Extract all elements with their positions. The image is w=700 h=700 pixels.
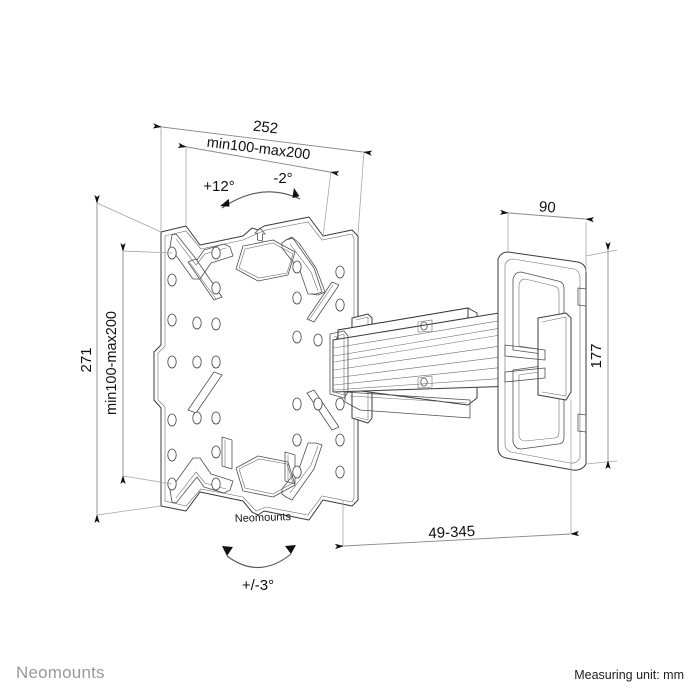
plate-rib-top-right: [281, 236, 326, 296]
footer-measuring-unit: Measuring unit: mm: [574, 668, 684, 682]
footer-brand-logo: Neomounts: [16, 663, 105, 682]
dimension-wallplate-width: 90: [499, 198, 595, 272]
dimension-label-271: 271: [78, 347, 95, 372]
dimension-label-252: 252: [252, 118, 279, 138]
vesa-mounting-plate: Neomounts: [153, 216, 367, 525]
angle-label-tilt-up: +12°: [203, 178, 234, 195]
dimension-label-vesa-height: min100-max200: [104, 311, 120, 415]
dimension-overall-height: 271: [78, 195, 162, 523]
angle-tilt-callout: +12° -2°: [203, 170, 301, 209]
arm-joint-plate-side: [329, 330, 349, 399]
dimension-wallplate-height: 177: [585, 242, 618, 469]
dimension-label-49-345: 49-345: [428, 523, 476, 542]
plate-rib-bottom-right: [281, 442, 323, 501]
angle-rotation-callout: +/-3°: [222, 545, 296, 594]
plate-slot-upper-left: [187, 258, 223, 301]
wall-plate: [497, 251, 587, 471]
plate-slot-lower-right: [284, 451, 296, 485]
plate-logo-text: Neomounts: [235, 511, 292, 525]
plate-slot-lower-left: [221, 436, 233, 470]
dimension-label-177: 177: [588, 343, 605, 368]
plate-slot-mid-left: [187, 371, 223, 414]
plate-mounting-holes: [167, 246, 345, 491]
dimension-vesa-height: min100-max200: [104, 243, 173, 485]
plate-slot-upper-right: [306, 281, 340, 323]
angle-label-tilt-down: -2°: [273, 170, 292, 187]
angle-label-rotation: +/-3°: [242, 577, 274, 594]
up-arrow-icon: [254, 227, 266, 242]
dimension-overall-width: 252: [152, 118, 373, 235]
dimension-depth-range: 49-345: [334, 400, 580, 550]
dimension-label-90: 90: [538, 198, 556, 216]
plate-hexagon-top: [235, 239, 296, 282]
